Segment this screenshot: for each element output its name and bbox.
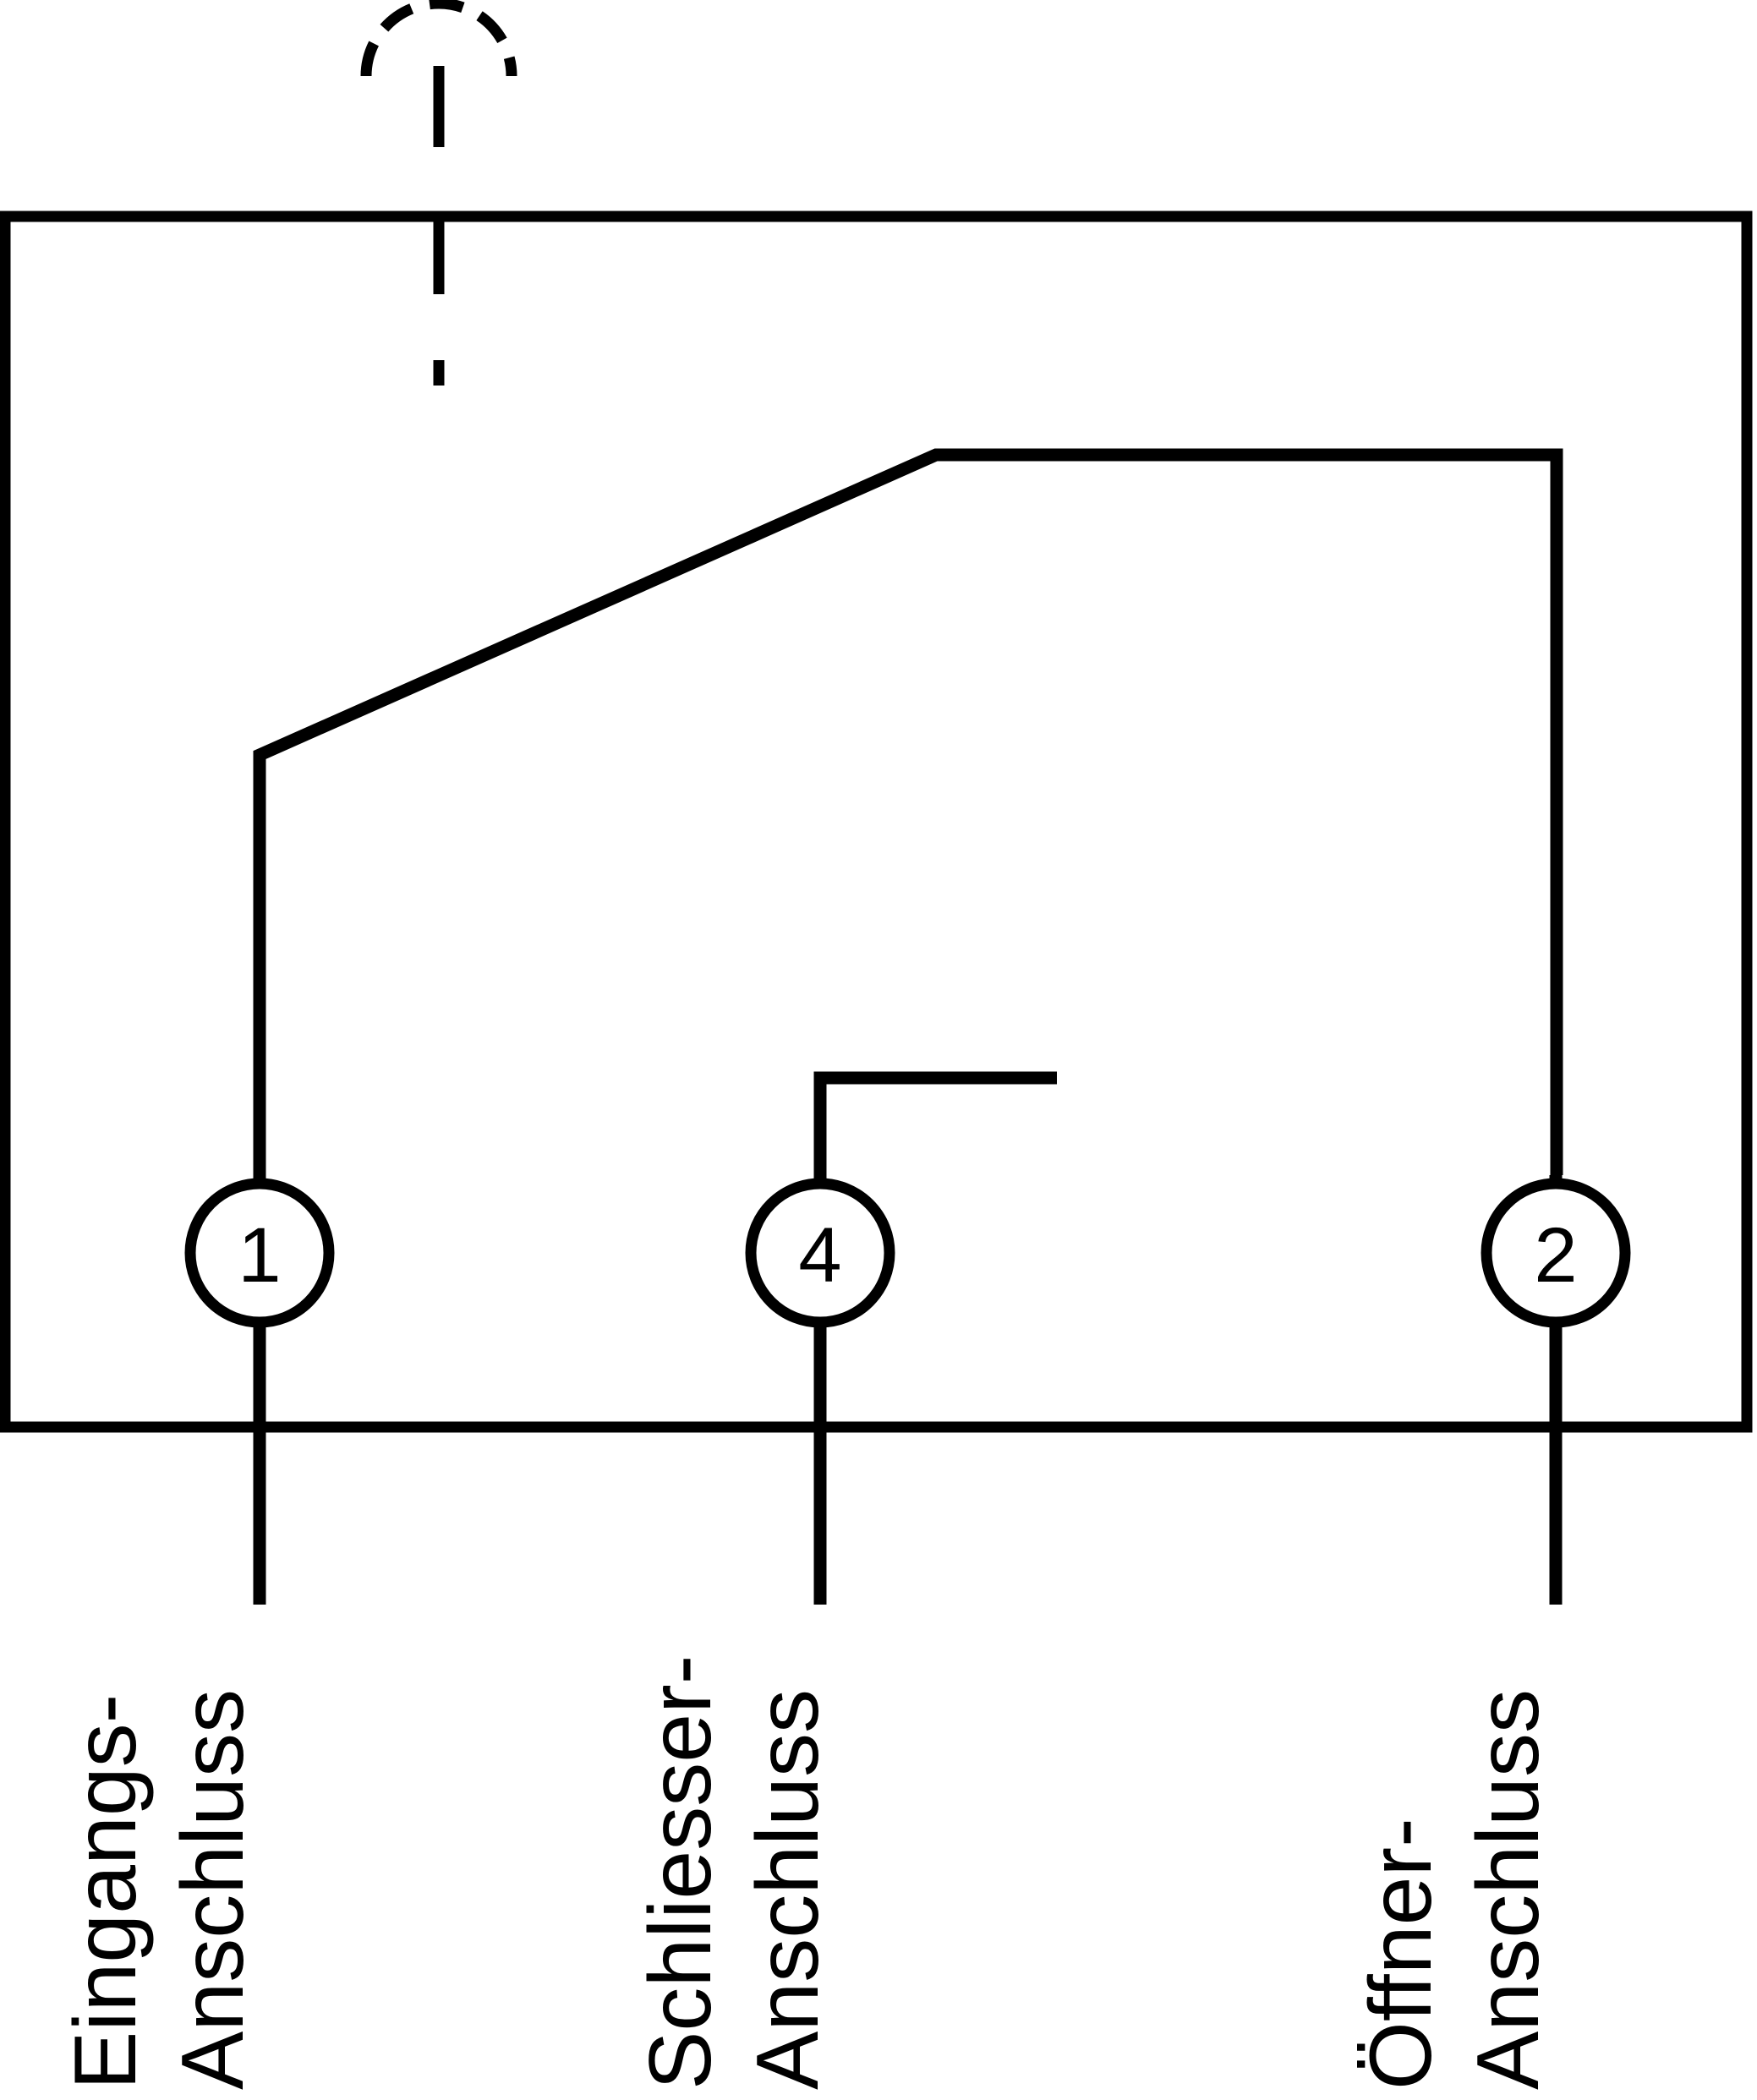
terminal-1-number: 1 <box>238 1212 281 1299</box>
terminal-1-circle <box>184 1178 335 1328</box>
housing-outline <box>0 211 1753 1433</box>
terminal-2-label-line1: Öffner- <box>1352 1818 1450 2090</box>
terminals-group: 1 4 2 <box>184 1175 1631 1605</box>
terminal-2-number: 2 <box>1534 1212 1577 1299</box>
terminal-2-label-line2: Anschluss <box>1459 1689 1557 2090</box>
terminal-4-number: 4 <box>798 1212 841 1299</box>
terminal-4-label-line1: Schliesser- <box>632 1654 730 2090</box>
terminal-4-circle <box>745 1178 895 1328</box>
terminal-1-label-line1: Eingangs- <box>57 1693 155 2090</box>
terminal-4-label-line2: Anschluss <box>738 1689 837 2090</box>
terminal-2-circle <box>1481 1178 1631 1328</box>
terminal-2-label: Öffner-Anschluss <box>1348 1689 1563 2090</box>
terminal-4-label: Schliesser-Anschluss <box>627 1655 842 2090</box>
terminal-1-label-line2: Anschluss <box>163 1689 262 2090</box>
normally-open-contact-stub <box>813 1071 1057 1175</box>
terminal-1-label: Eingangs-Anschluss <box>52 1689 267 2090</box>
common-contact-blade <box>253 448 1563 1175</box>
actuator-arc-icon <box>360 0 517 77</box>
